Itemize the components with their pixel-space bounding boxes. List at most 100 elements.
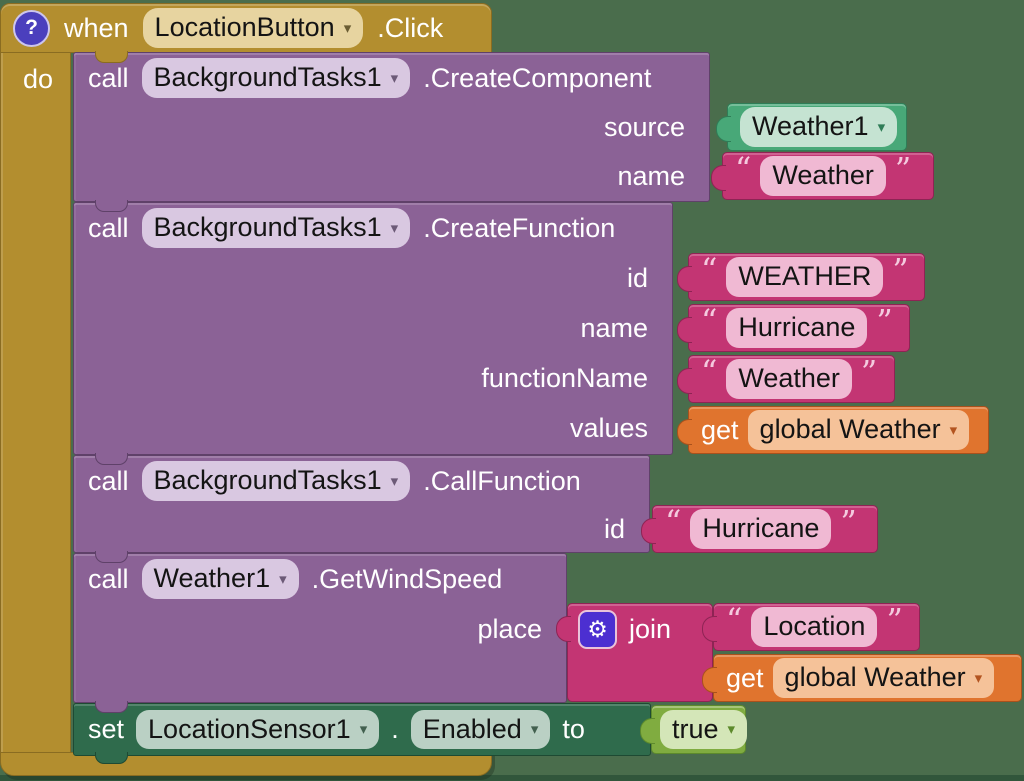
when-block-bottom-arm — [0, 752, 492, 776]
string-text: Location — [763, 611, 866, 642]
chevron-down-icon: ▾ — [359, 721, 368, 738]
component-dropdown[interactable]: LocationSensor1 ▾ — [136, 709, 380, 750]
param-label-place: place — [477, 614, 542, 644]
method-name: .CreateFunction — [423, 212, 616, 243]
event-component-dropdown[interactable]: LocationButton ▾ — [142, 8, 364, 48]
chevron-down-icon: ▾ — [279, 570, 287, 588]
string-text: Hurricane — [738, 312, 856, 343]
chevron-down-icon: ▾ — [727, 721, 736, 738]
text-string-block[interactable]: “ WEATHER ” — [677, 251, 925, 301]
open-quote-icon: “ — [665, 503, 682, 542]
string-text-field[interactable]: Hurricane — [690, 509, 832, 549]
call-keyword: call — [88, 62, 129, 93]
method-name: .CallFunction — [423, 465, 581, 496]
close-quote-icon: ” — [876, 302, 893, 341]
property-dropdown-label: Enabled — [422, 713, 522, 744]
join-keyword: join — [629, 613, 672, 644]
component-dropdown-label: BackgroundTasks1 — [153, 465, 382, 496]
connector-bump — [95, 551, 128, 563]
param-label-values: values — [569, 413, 648, 444]
when-locationbutton-click-block[interactable]: ? when LocationButton ▾ .Click — [0, 3, 492, 53]
string-text-field[interactable]: Weather — [726, 359, 852, 399]
component-dropdown[interactable]: BackgroundTasks1 ▾ — [141, 58, 411, 98]
canvas-edge-shadow — [0, 775, 1024, 781]
param-label-source: source — [603, 112, 685, 142]
do-label: do — [23, 64, 54, 94]
variable-dropdown[interactable]: global Weather ▾ — [772, 658, 995, 698]
open-quote-icon: “ — [726, 601, 743, 640]
component-value-label: Weather1 — [752, 111, 869, 142]
connector-bump — [95, 453, 128, 465]
text-string-block[interactable]: “ Hurricane ” — [641, 503, 878, 553]
help-glyph: ? — [25, 16, 38, 39]
open-quote-icon: “ — [701, 302, 718, 341]
component-value-block[interactable]: Weather1 ▾ — [716, 103, 907, 151]
set-locationsensor-enabled-block[interactable]: set LocationSensor1 ▾ . Enabled ▾ to — [73, 703, 651, 756]
call-keyword: call — [88, 563, 129, 594]
call-keyword: call — [88, 212, 129, 243]
call-createcomponent-block[interactable]: call BackgroundTasks1 ▾ .CreateComponent… — [73, 52, 710, 202]
close-quote-icon: ” — [860, 353, 878, 392]
connector-bump — [95, 200, 128, 212]
call-createfunction-block[interactable]: call BackgroundTasks1 ▾ .CreateFunction … — [73, 202, 673, 455]
text-string-block[interactable]: “ Weather ” — [711, 152, 934, 200]
boolean-dropdown[interactable]: true ▾ — [660, 709, 748, 750]
string-text-field[interactable]: Weather — [760, 156, 886, 196]
component-value-dropdown[interactable]: Weather1 ▾ — [740, 107, 898, 147]
variable-get-block[interactable]: get global Weather ▾ — [702, 654, 1022, 702]
set-keyword: set — [88, 714, 125, 744]
when-keyword: when — [64, 12, 129, 43]
chevron-down-icon: ▾ — [390, 472, 399, 490]
component-dropdown-label: Weather1 — [153, 563, 271, 594]
variable-name: global Weather — [784, 662, 966, 693]
close-quote-icon: ” — [886, 601, 903, 640]
boolean-value: true — [672, 713, 719, 744]
param-label-functionname: functionName — [481, 363, 648, 394]
text-string-block[interactable]: “ Location ” — [702, 601, 920, 651]
to-keyword: to — [562, 714, 585, 744]
param-label-name: name — [617, 161, 685, 191]
component-dropdown[interactable]: BackgroundTasks1 ▾ — [141, 461, 411, 501]
string-text-field[interactable]: Hurricane — [726, 308, 868, 348]
boolean-true-block[interactable]: true ▾ — [640, 705, 748, 754]
variable-dropdown[interactable]: global Weather ▾ — [747, 410, 970, 450]
string-text-field[interactable]: WEATHER — [726, 257, 884, 297]
component-dropdown[interactable]: BackgroundTasks1 ▾ — [141, 208, 411, 248]
chevron-down-icon: ▾ — [530, 721, 539, 738]
join-block[interactable]: ⚙ join — [556, 603, 713, 702]
variable-name: global Weather — [759, 414, 941, 445]
event-component-label: LocationButton — [154, 12, 335, 43]
chevron-down-icon: ▾ — [877, 118, 886, 136]
when-block-do-arm: do — [0, 52, 71, 754]
text-string-block[interactable]: “ Hurricane ” — [677, 302, 910, 352]
param-label-id: id — [626, 262, 648, 293]
property-dropdown[interactable]: Enabled ▾ — [410, 709, 551, 750]
close-quote-icon: ” — [840, 503, 857, 542]
gear-glyph: ⚙ — [587, 615, 608, 642]
param-label-id: id — [603, 513, 625, 544]
string-text: Weather — [772, 160, 874, 191]
variable-get-block[interactable]: get global Weather ▾ — [677, 406, 989, 454]
chevron-down-icon: ▾ — [390, 69, 399, 87]
call-getwindspeed-block[interactable]: call Weather1 ▾ .GetWindSpeed place — [73, 553, 567, 703]
method-name: .CreateComponent — [423, 62, 652, 93]
chevron-down-icon: ▾ — [949, 421, 958, 439]
text-string-block[interactable]: “ Weather ” — [677, 353, 895, 403]
string-text: Hurricane — [702, 513, 820, 544]
get-keyword: get — [726, 662, 764, 693]
component-dropdown[interactable]: Weather1 ▾ — [141, 559, 299, 599]
connector-bump — [95, 51, 128, 63]
string-text: WEATHER — [738, 261, 872, 292]
connector-bump — [95, 701, 128, 713]
string-text-field[interactable]: Location — [751, 607, 878, 647]
help-icon[interactable]: ? — [13, 9, 50, 47]
chevron-down-icon: ▾ — [390, 219, 399, 237]
open-quote-icon: “ — [701, 251, 718, 290]
gear-icon[interactable]: ⚙ — [578, 609, 617, 649]
param-label-name: name — [580, 312, 648, 343]
chevron-down-icon: ▾ — [343, 19, 352, 37]
call-callfunction-block[interactable]: call BackgroundTasks1 ▾ .CallFunction id — [73, 455, 650, 553]
dot-separator: . — [391, 714, 399, 744]
component-dropdown-label: BackgroundTasks1 — [153, 62, 382, 93]
